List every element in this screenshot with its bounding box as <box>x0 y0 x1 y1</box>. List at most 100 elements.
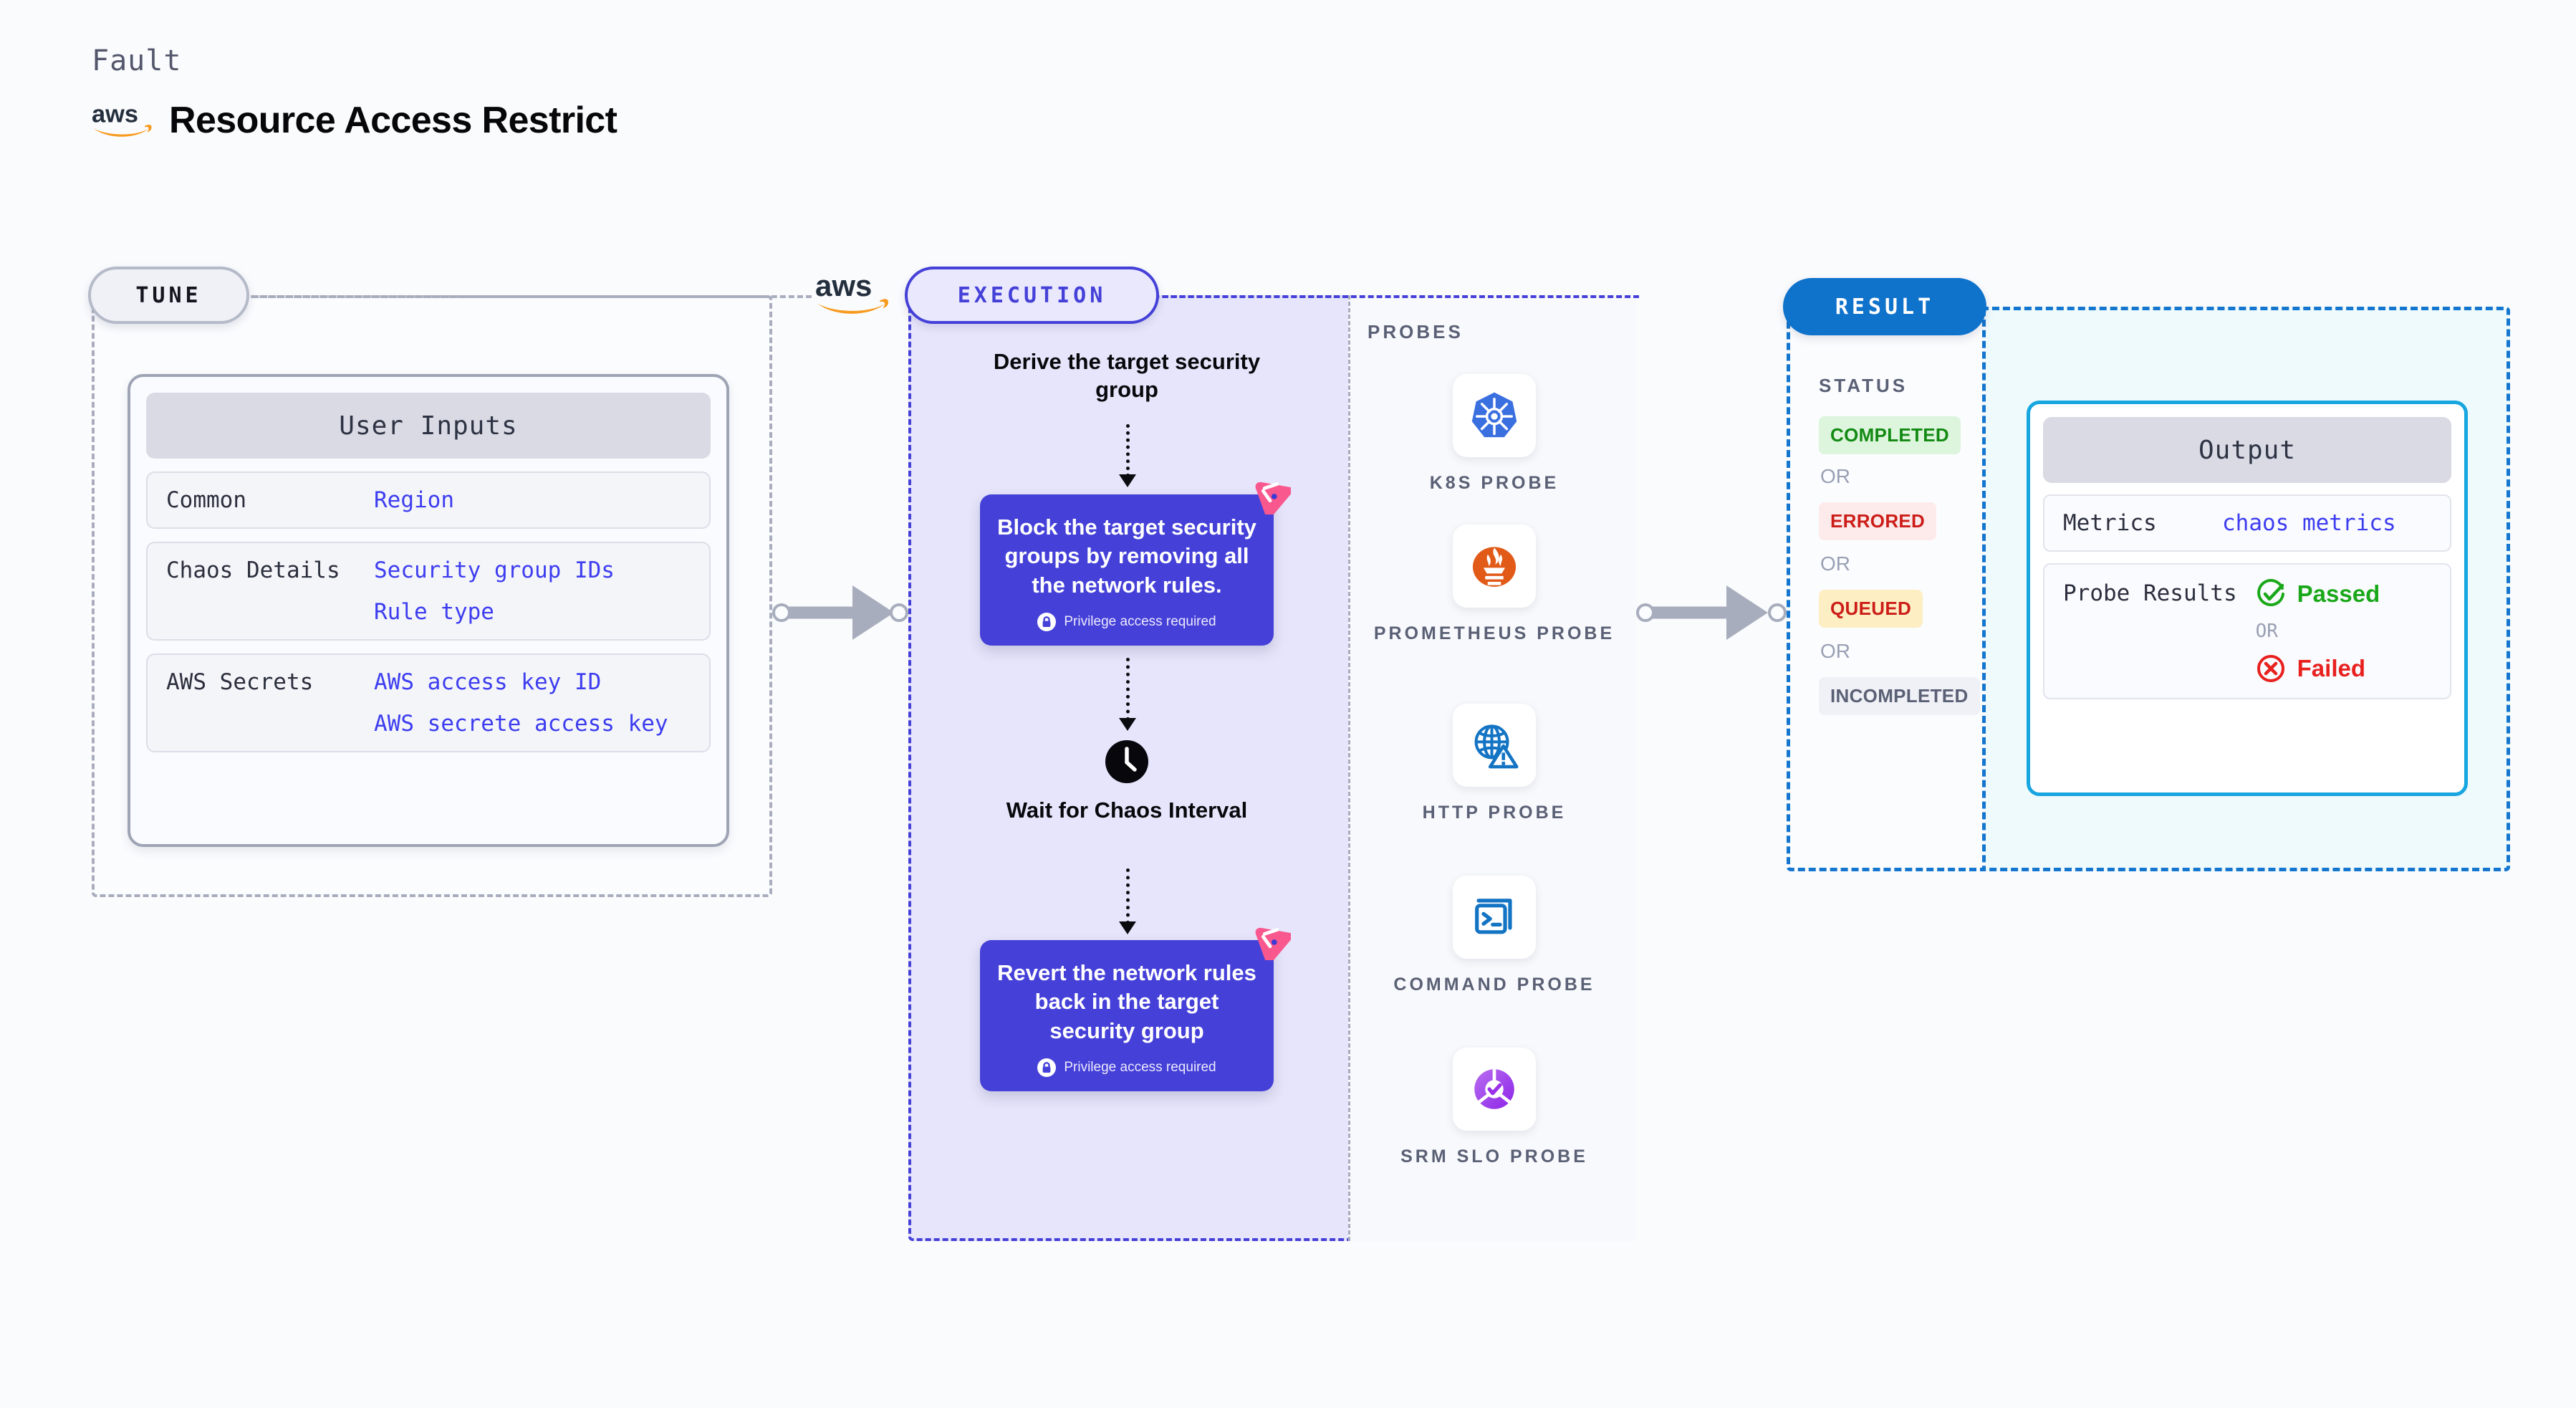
clock-icon <box>1105 740 1148 783</box>
action-card-block[interactable]: Block the target security groups by remo… <box>980 482 1291 646</box>
input-group-values: Security group IDs Rule type <box>374 557 615 625</box>
input-group-values: AWS access key ID AWS secrete access key <box>374 669 668 737</box>
flow-step-wait-interval: Wait for Chaos Interval <box>1006 798 1248 823</box>
probe-label: K8S PROBE <box>1429 473 1559 493</box>
prometheus-icon <box>1453 525 1536 608</box>
connector-dot <box>772 603 791 622</box>
page-header: Fault aws Resource Access Restrict <box>92 44 617 142</box>
connector-arrowhead <box>852 585 894 640</box>
litmus-logo-icon <box>1255 927 1291 960</box>
table-row: Metrics chaos metrics <box>2043 494 2451 552</box>
table-row: Probe Results Passed OR <box>2043 563 2451 699</box>
probe-item-http[interactable]: HTTP PROBE <box>1350 704 1638 825</box>
execution-pill-label: EXECUTION <box>905 267 1159 324</box>
privilege-note: Privilege access required <box>996 1058 1258 1077</box>
input-value: AWS access key ID <box>374 669 602 695</box>
result-status-region: STATUS COMPLETED OR ERRORED OR QUEUED OR… <box>1787 307 1986 871</box>
output-title: Output <box>2043 417 2451 483</box>
probe-or-label: OR <box>2255 621 2278 642</box>
status-or: OR <box>1820 465 1850 487</box>
probe-label: PROMETHEUS PROBE <box>1373 623 1615 643</box>
probes-column: PROBES <box>1348 295 1636 1241</box>
probe-label: SRM SLO PROBE <box>1400 1146 1588 1167</box>
probe-item-srm-slo[interactable]: SRM SLO PROBE <box>1350 1048 1638 1169</box>
input-group-key: Common <box>166 487 246 513</box>
http-globe-warning-icon <box>1453 704 1536 787</box>
check-circle-icon <box>2257 579 2284 607</box>
flow-arrow-line <box>1126 868 1130 924</box>
metrics-key: Metrics <box>2063 510 2157 536</box>
flow-arrow-line <box>1126 658 1130 721</box>
result-pill-label: RESULT <box>1783 278 1986 335</box>
result-panel: Output Metrics chaos metrics Probe Resul… <box>1783 278 2510 871</box>
flow-arrow-head <box>1119 718 1136 731</box>
input-value: Security group IDs <box>374 557 615 583</box>
input-value: Rule type <box>374 599 494 625</box>
probe-results-key: Probe Results <box>2063 580 2237 606</box>
result-output-region: Output Metrics chaos metrics Probe Resul… <box>1977 307 2510 871</box>
probe-label: HTTP PROBE <box>1422 803 1567 823</box>
connector-tune-to-execution <box>772 573 908 652</box>
privilege-note-text: Privilege access required <box>1064 1059 1216 1075</box>
table-row: AWS Secrets AWS access key ID AWS secret… <box>146 653 711 752</box>
status-badge: ERRORED <box>1819 502 1937 540</box>
tune-panel: TUNE aws User Inputs Common Region Chaos… <box>88 267 889 897</box>
table-row: Common Region <box>146 471 711 529</box>
privilege-note-text: Privilege access required <box>1064 613 1216 629</box>
input-value: Region <box>374 487 454 513</box>
action-card-revert[interactable]: Revert the network rules back in the tar… <box>980 927 1291 1091</box>
probe-item-prometheus[interactable]: PROMETHEUS PROBE <box>1350 525 1638 646</box>
status-badge: QUEUED <box>1819 590 1923 628</box>
status-or: OR <box>1820 552 1850 575</box>
connector-dot <box>890 603 908 622</box>
kubernetes-icon <box>1453 374 1536 457</box>
action-card-text: Block the target security groups by remo… <box>997 514 1256 598</box>
litmus-logo-icon <box>1255 482 1291 514</box>
connector-dot <box>1768 603 1787 622</box>
input-group-key: AWS Secrets <box>166 669 314 695</box>
probe-label: COMMAND PROBE <box>1393 974 1595 995</box>
input-value: AWS secrete access key <box>374 711 668 737</box>
probe-fail-label: Failed <box>2297 655 2365 681</box>
svg-text:aws: aws <box>92 101 138 128</box>
connector-execution-to-result <box>1636 573 1787 652</box>
probe-pass-label: Passed <box>2297 580 2380 607</box>
input-group-key: Chaos Details <box>166 557 340 583</box>
flow-step-derive-target: Derive the target security group <box>993 349 1261 402</box>
tune-pill-label: TUNE <box>88 267 249 324</box>
status-title: STATUS <box>1819 375 1908 396</box>
probes-title: PROBES <box>1368 321 1464 343</box>
execution-dashed-connector <box>1163 295 1639 298</box>
probe-results-values: Passed OR Failed <box>2256 579 2380 684</box>
svg-text:aws: aws <box>815 269 872 302</box>
flow-arrow-head <box>1119 921 1136 934</box>
connector-arrowhead <box>1726 585 1768 640</box>
probe-result-failed: Failed <box>2256 653 2380 684</box>
input-group-values: Region <box>374 487 454 513</box>
status-badge: COMPLETED <box>1819 416 1961 454</box>
connector-line <box>1645 606 1733 619</box>
user-inputs-title: User Inputs <box>146 393 711 459</box>
execution-panel: PROBES <box>905 267 1639 1241</box>
user-inputs-card: User Inputs Common Region Chaos Details … <box>128 374 729 847</box>
probe-item-command[interactable]: COMMAND PROBE <box>1350 876 1638 997</box>
table-row: Chaos Details Security group IDs Rule ty… <box>146 542 711 641</box>
x-circle-icon <box>2257 655 2284 682</box>
status-or: OR <box>1820 640 1850 662</box>
privilege-note: Privilege access required <box>996 612 1258 631</box>
tune-dashed-connector <box>253 295 812 298</box>
probe-item-k8s[interactable]: K8S PROBE <box>1350 374 1638 496</box>
fault-title-row: aws Resource Access Restrict <box>92 99 617 142</box>
lock-icon <box>1037 612 1057 631</box>
lock-icon <box>1037 1058 1057 1077</box>
connector-dot <box>1636 603 1655 622</box>
action-card-text: Revert the network rules back in the tar… <box>997 960 1256 1043</box>
probe-result-passed: Passed <box>2256 579 2380 609</box>
metrics-value: chaos metrics <box>2222 510 2396 536</box>
status-badge: INCOMPLETED <box>1819 677 1980 715</box>
fault-label: Fault <box>92 44 182 77</box>
flow-arrow-line <box>1126 424 1130 477</box>
aws-logo-icon: aws <box>815 269 889 314</box>
output-card: Output Metrics chaos metrics Probe Resul… <box>2027 401 2468 796</box>
terminal-icon <box>1453 876 1536 959</box>
